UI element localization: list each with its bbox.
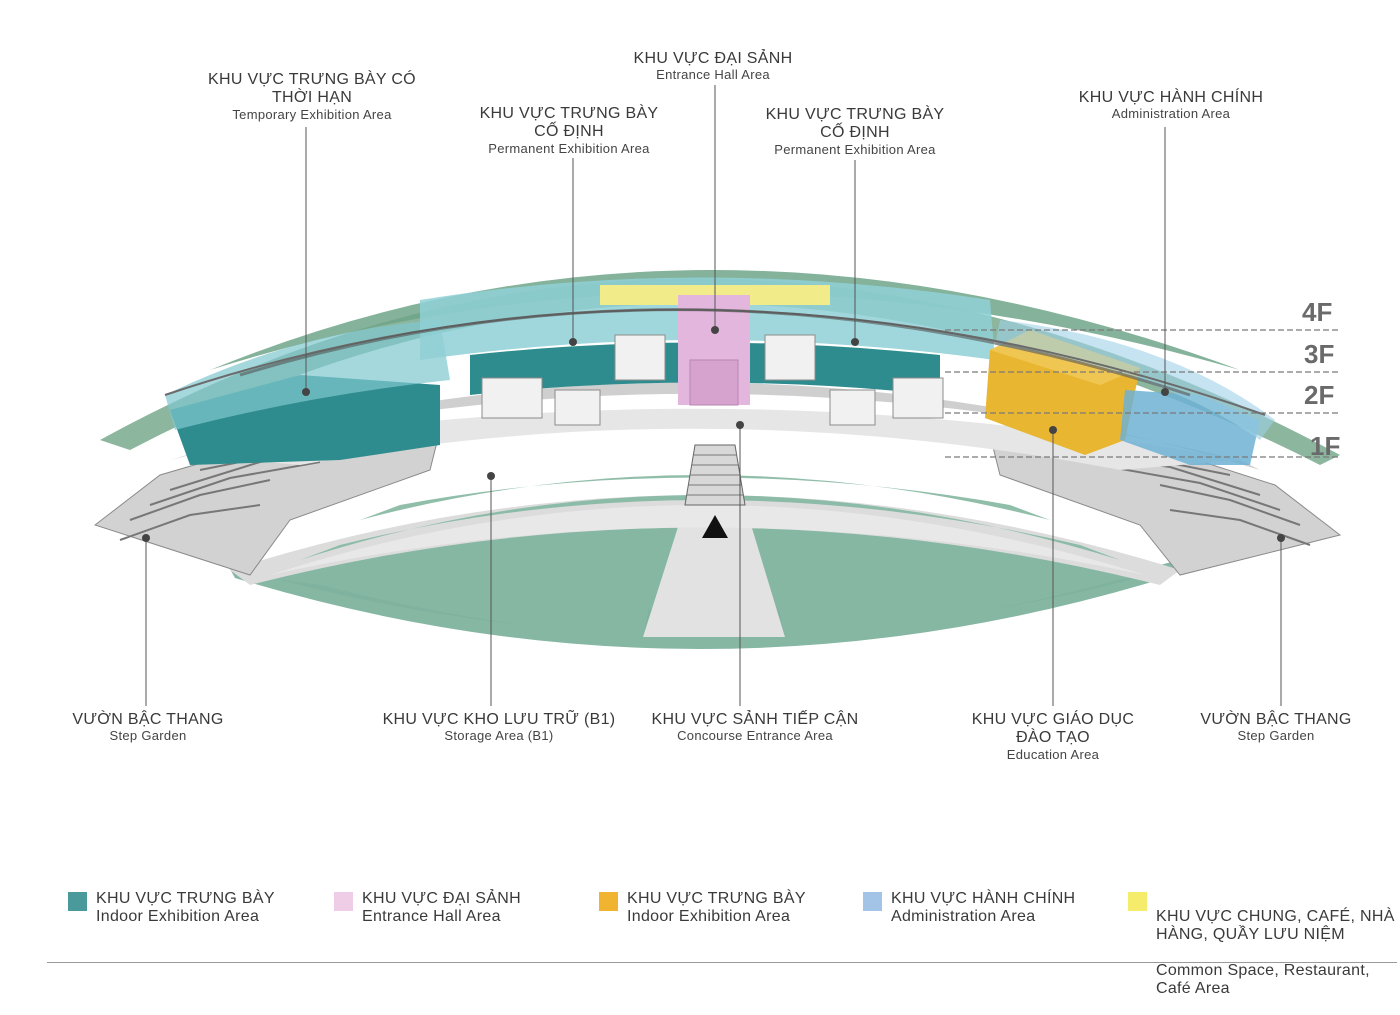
leader-lines [145, 85, 1282, 706]
label-temporary-exhibition: KHU VỰC TRƯNG BÀY CÓ THỜI HẠN Temporary … [208, 71, 416, 122]
label-permanent-exhibition-right: KHU VỰC TRƯNG BÀY CỐ ĐỊNH Permanent Exhi… [765, 106, 945, 157]
temporary-exhibition-glass [165, 320, 450, 430]
label-concourse: KHU VỰC SẢNH TIẾP CẬN Concourse Entrance… [651, 711, 859, 744]
legend-swatch [68, 892, 87, 911]
entrance-stair-lines [687, 454, 744, 496]
floor-level-lines [945, 329, 1340, 458]
entrance-walkway [643, 505, 785, 637]
entrance-arrow-icon [702, 515, 728, 538]
label-storage: KHU VỰC KHO LƯU TRỮ (B1) Storage Area (B… [382, 711, 616, 744]
leader-dots [142, 326, 1285, 542]
legend-swatch [1128, 892, 1147, 911]
label-administration: KHU VỰC HÀNH CHÍNH Administration Area [1078, 89, 1264, 122]
label-education: KHU VỰC GIÁO DỤC ĐÀO TẠO Education Area [971, 711, 1135, 762]
front-lawn [225, 560, 1180, 649]
bottom-divider [47, 962, 1397, 963]
plaza-inner-lawn [270, 505, 1145, 575]
terrace-lawn-band [300, 495, 1120, 560]
floor-label-3f: 3F [1304, 339, 1335, 369]
green-field-right [755, 505, 1135, 637]
legend-swatch [599, 892, 618, 911]
label-entrance-hall: KHU VỰC ĐẠI SẢNH Entrance Hall Area [633, 50, 793, 83]
building-base [170, 382, 1260, 470]
entrance-hall-door [689, 359, 739, 406]
step-garden-left-shape [93, 429, 441, 576]
green-field-left [285, 505, 670, 637]
stair-cores [481, 334, 944, 426]
legend-swatch [334, 892, 353, 911]
label-step-garden-right: VƯỜN BẬC THANG Step Garden [1200, 711, 1352, 744]
legend-swatch [863, 892, 882, 911]
label-step-garden-left: VƯỜN BẬC THANG Step Garden [72, 711, 224, 744]
roof-ring-outline-2 [239, 308, 1191, 397]
administration-glass [995, 320, 1275, 440]
museum-axonometric-diagram [93, 85, 1342, 706]
floor-label-1f: 1F [1310, 431, 1341, 461]
floor-label-2f: 2F [1304, 380, 1335, 410]
step-garden-right-shape [989, 434, 1342, 576]
ground-floor-plaza [190, 408, 1240, 470]
floor-label-4f: 4F [1302, 297, 1333, 327]
label-permanent-exhibition-left: KHU VỰC TRƯNG BÀY CỐ ĐỊNH Permanent Exhi… [479, 105, 659, 156]
